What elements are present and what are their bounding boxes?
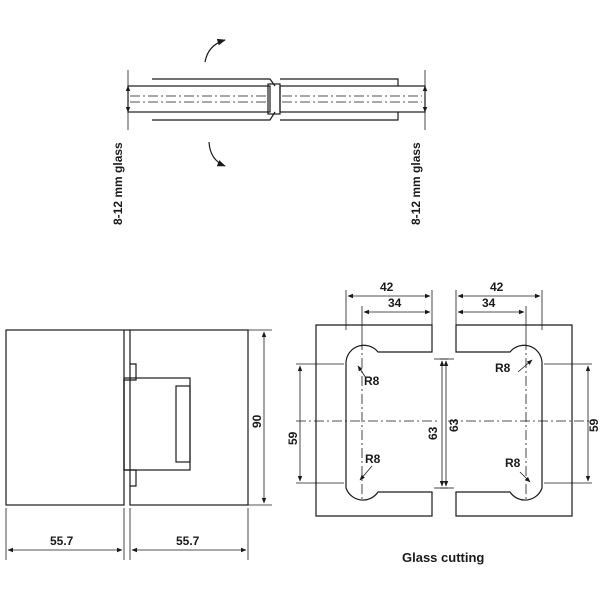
hinge-front-view	[5, 329, 272, 560]
glass-cutting-caption: Glass cutting	[402, 550, 484, 565]
glass-cutting-left	[296, 290, 448, 517]
height-dim: 90	[250, 414, 264, 428]
glass-range-label-right: 8-12 mm glass	[409, 142, 423, 225]
left-radius-top: R8	[364, 374, 380, 388]
right-inner-width: 34	[482, 296, 496, 310]
width-left-dim: 55.7	[50, 534, 74, 548]
hinge-top-view	[125, 38, 428, 167]
glass-cutting-right	[440, 290, 592, 517]
right-radius-top: R8	[495, 361, 511, 375]
left-inner-width: 34	[388, 296, 402, 310]
left-outer-width: 42	[380, 280, 394, 294]
right-span-left: 63	[447, 418, 461, 432]
right-outer-width: 42	[490, 280, 504, 294]
right-span-right: 59	[587, 418, 600, 432]
left-span-left: 59	[286, 431, 300, 445]
left-radius-bottom: R8	[365, 452, 381, 466]
left-span-right: 63	[426, 426, 440, 440]
width-right-dim: 55.7	[176, 534, 200, 548]
right-radius-bottom: R8	[505, 456, 521, 470]
glass-range-label-left: 8-12 mm glass	[111, 142, 125, 225]
